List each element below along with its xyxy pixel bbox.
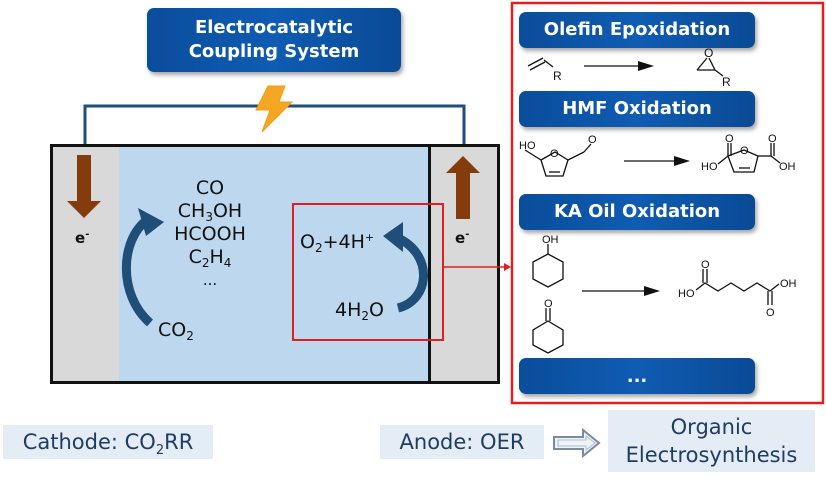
hmf-structure: [524, 143, 592, 177]
arrow-head-3: [644, 286, 660, 296]
lightning-bolt-icon: [255, 85, 294, 133]
cyclohexanol-structure: [532, 244, 564, 288]
cathode-reactant-co2: CO2: [158, 319, 194, 343]
fdca-ring-o-label: O: [740, 145, 749, 157]
fdca-o1-label: O: [725, 133, 734, 145]
hmf-aldehyde-o-label: O: [588, 134, 597, 146]
fdca-structure: [717, 143, 781, 173]
epoxide-structure: [696, 57, 724, 77]
hollow-right-arrow-icon: [553, 427, 601, 459]
organic-electrosynthesis-label: Organic Electrosynthesis: [608, 410, 815, 472]
fdca-ho-label: HO: [701, 161, 718, 173]
olefin-structure: [527, 57, 554, 71]
oer-highlight-box: [292, 203, 444, 341]
cathode-curved-arrow: [121, 216, 154, 327]
product-co: CO: [195, 177, 225, 199]
product-ethylene: C2H4: [188, 246, 232, 270]
fdca-o2-label: O: [768, 133, 777, 145]
electron-down-arrow-icon: [67, 155, 101, 218]
target-line-1: Organic: [670, 415, 753, 439]
anode-curved-arrow: [395, 233, 428, 313]
epoxide-r-label: R: [722, 75, 731, 89]
hmf-ring-o-label: O: [550, 148, 559, 160]
anode-label: Anode: OER: [380, 425, 544, 459]
epoxide-o-label: O: [704, 46, 713, 60]
cathode-products: CO CH3OH HCOOH C2H4 ...: [160, 177, 260, 292]
adipic-o2-label: O: [766, 307, 775, 319]
reaction-banner-more: ...: [519, 358, 755, 394]
electrolyte: [119, 144, 431, 384]
connector-arrow-head: [504, 263, 511, 271]
product-more: ...: [202, 271, 218, 289]
cathode-curved-arrow-head: [138, 208, 164, 236]
reaction-banner-hmf-oxidation: HMF Oxidation: [519, 91, 755, 127]
target-line-2: Electrosynthesis: [625, 443, 798, 467]
adipic-acid-structure: [695, 269, 780, 305]
anode-curved-arrow-head: [383, 222, 403, 252]
title-line-1: Electrocatalytic: [194, 17, 354, 38]
adipic-o1-label: O: [701, 259, 710, 271]
adipic-ho-label: HO: [678, 288, 695, 300]
fdca-oh-label: OH: [779, 161, 796, 173]
title-banner: Electrocatalytic Coupling System: [147, 8, 401, 72]
product-methanol: CH3OH: [177, 200, 243, 224]
olefin-r-label: R: [553, 69, 562, 83]
adipic-oh-label: OH: [780, 278, 797, 290]
reaction-banner-olefin-epoxidation: Olefin Epoxidation: [519, 12, 755, 48]
product-formic-acid: HCOOH: [174, 223, 246, 245]
anode-electron-label: e-: [455, 229, 470, 247]
hmf-ho-label: HO: [519, 140, 536, 152]
title-line-2: Coupling System: [188, 41, 360, 62]
arrow-head-1: [638, 61, 654, 71]
reactions-panel-border: [510, 1, 825, 405]
cyclohexanone-o-label: O: [544, 298, 553, 310]
cathode-label: Cathode: CO2RR: [3, 425, 213, 459]
reaction-banner-ka-oil-oxidation: KA Oil Oxidation: [519, 194, 755, 230]
cathode-electron-label: e-: [75, 229, 90, 247]
electron-up-arrow-icon: [446, 156, 480, 219]
cyclohexanone-structure: [532, 308, 564, 354]
anode-reactant: 4H2O: [335, 299, 384, 323]
anode-product: O2+4H+: [300, 231, 375, 255]
cyclohexanol-oh-label: OH: [542, 234, 559, 246]
arrow-head-2: [674, 156, 690, 166]
